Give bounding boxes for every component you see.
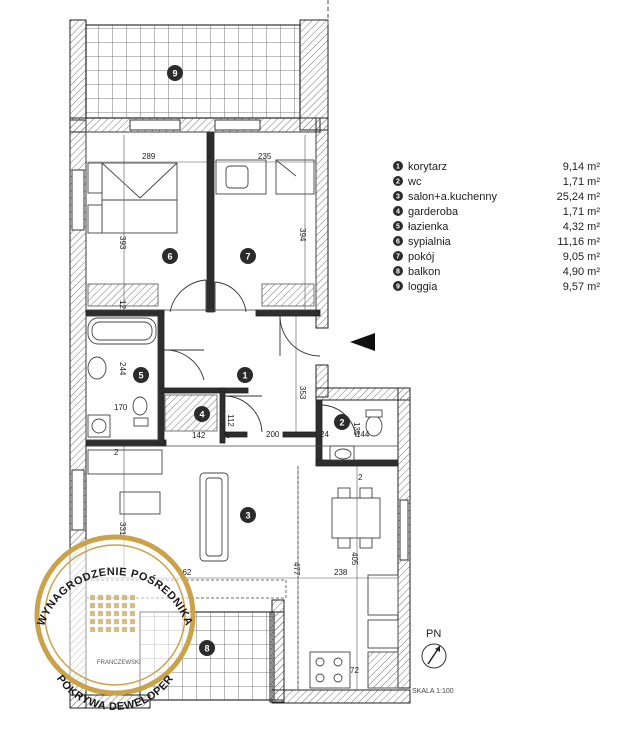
legend-row: 6 sypialnia 11,16 m² [393,236,600,248]
dim-331: 331 [118,522,127,536]
legend-name: łazienka [408,221,449,233]
svg-text:2: 2 [396,179,400,186]
dim-24: 24 [320,430,329,439]
north-arrow-icon: PN [421,628,447,669]
dim-112: 112 [226,414,235,427]
legend-area: 4,32 m² [563,221,601,233]
svg-text:3: 3 [245,511,250,521]
legend-row: 1 korytarz 9,14 m² [393,161,600,173]
legend-area: 1,71 m² [563,176,601,188]
dim-135: 135 [352,422,361,436]
dim-2a: 2 [114,448,119,457]
svg-text:5: 5 [138,371,143,381]
legend-row: 8 balkon 4,90 m² [393,266,600,278]
legend-name: sypialnia [408,236,452,248]
entrance-arrow-icon [350,333,375,351]
svg-text:7: 7 [396,254,400,261]
svg-text:4: 4 [396,209,400,216]
bed-double [87,162,178,234]
dim-393: 393 [118,236,127,250]
room-badge-4: 4 [194,406,210,422]
dim-462: 462 [178,568,192,577]
svg-text:6: 6 [396,239,400,246]
dim-289: 289 [142,152,156,161]
room-badge-9: 9 [167,65,183,81]
svg-text:2: 2 [339,418,344,428]
legend-row: 9 loggia 9,57 m² [393,281,600,293]
svg-text:1: 1 [396,164,400,171]
room-badge-3: 3 [240,507,256,523]
legend-name: balkon [408,266,440,278]
dim-405: 405 [350,552,359,566]
dim-12: 12 [118,300,127,309]
legend-name: garderoba [408,206,459,218]
room-badge-5: 5 [133,367,149,383]
svg-text:5: 5 [396,224,400,231]
dim-477: 477 [292,562,301,576]
svg-text:3: 3 [396,194,400,201]
svg-text:7: 7 [245,252,250,262]
desk-7 [215,159,315,195]
agent-fee-stamp: WYNAGRODZENIE POŚREDNIKA POKRYWA DEWELOP… [34,534,196,713]
svg-text:1: 1 [242,371,247,381]
brand-logo-icon [90,595,135,632]
legend-area: 1,71 m² [563,206,601,218]
legend-name: pokój [408,251,434,263]
dim-8a: 8 [207,152,212,161]
wardrobe-7 [261,283,315,307]
room-badge-2: 2 [334,414,350,430]
stamp-brand: FRANCZEWSKI [97,660,141,666]
scale-label: SKALA 1:100 [412,688,454,695]
legend-name: loggia [408,281,438,293]
legend-name: korytarz [408,161,447,173]
room-badges: 9 6 7 5 1 4 2 3 8 [133,65,350,656]
dim-144: 144 [356,430,370,439]
legend-area: 25,24 m² [557,191,601,203]
room-badge-6: 6 [162,248,178,264]
legend-row: 7 pokój 9,05 m² [393,251,600,263]
dim-394: 394 [298,228,307,242]
doors [163,279,357,438]
legend-area: 9,05 m² [563,251,601,263]
legend-area: 4,90 m² [563,266,601,278]
living-furniture [87,449,399,689]
wardrobe-6 [87,283,159,307]
svg-text:9: 9 [172,69,177,79]
dimension-labels: 289 8 235 394 393 12 244 353 170 112 8 1… [114,152,370,675]
svg-text:8: 8 [204,644,209,654]
bathroom-fixtures [87,317,157,438]
room-badge-8: 8 [199,640,215,656]
legend-area: 9,14 m² [563,161,601,173]
dim-8b: 8 [226,431,231,440]
legend-area: 11,16 m² [557,236,600,248]
legend-row: 2 wc 1,71 m² [393,176,600,188]
dim-238: 238 [334,568,348,577]
legend-name: wc [407,176,422,188]
room-badge-1: 1 [237,367,253,383]
dim-244: 244 [118,362,127,376]
legend-row: 5 łazienka 4,32 m² [393,221,600,233]
loggia-area [69,0,329,131]
legend-row: 4 garderoba 1,71 m² [393,206,600,218]
legend-area: 9,57 m² [563,281,601,293]
dim-170: 170 [114,403,128,412]
legend-row: 3 salon+a.kuchenny 25,24 m² [393,191,600,203]
room-badge-7: 7 [240,248,256,264]
dim-235: 235 [258,152,272,161]
svg-text:8: 8 [396,269,400,276]
room-legend: 1 korytarz 9,14 m² 2 wc 1,71 m² 3 salon+… [393,161,600,293]
dim-353: 353 [298,386,307,400]
windows [71,119,409,561]
legend-name: salon+a.kuchenny [408,191,497,203]
wc-fixtures [329,409,383,461]
dim-142: 142 [192,431,206,440]
north-label: PN [426,628,441,640]
svg-text:6: 6 [167,252,172,262]
svg-text:4: 4 [199,410,204,420]
dim-2b: 2 [358,473,363,482]
dim-200: 200 [266,430,280,439]
dim-72: 72 [350,666,359,675]
svg-text:9: 9 [396,284,400,291]
